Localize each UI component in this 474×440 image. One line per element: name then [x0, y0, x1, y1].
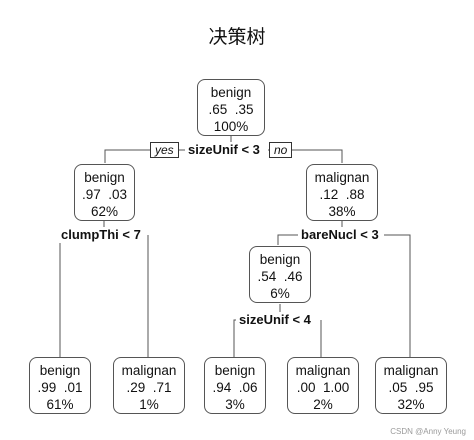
tree-leaf-2: malignan .29 .71 1% — [113, 357, 185, 414]
tree-leaf-3: benign .94 .06 3% — [204, 357, 266, 414]
edge-n3-right — [384, 234, 411, 357]
node-percentage: 62% — [90, 204, 119, 219]
node-probabilities: .94 .06 — [212, 380, 258, 395]
node-probabilities: .00 1.00 — [296, 380, 350, 395]
diagram-title: 决策树 — [208, 26, 266, 48]
node-probabilities: .54 .46 — [257, 269, 303, 284]
node-class-label: benign — [214, 363, 256, 378]
node-class-label: benign — [210, 85, 252, 100]
node-probabilities: .29 .71 — [126, 380, 172, 395]
node-probabilities: .65 .35 — [208, 102, 254, 117]
tree-node-n3: malignan .12 .88 38% — [306, 164, 378, 221]
edge-label-yes: yes — [150, 142, 179, 158]
node-percentage: 38% — [328, 204, 356, 219]
node-probabilities: .12 .88 — [319, 187, 365, 202]
node-class-label: malignan — [383, 363, 439, 378]
node-class-label: benign — [84, 170, 125, 185]
node-class-label: malignan — [314, 170, 370, 185]
edge-root-no — [268, 149, 343, 163]
node-percentage: 100% — [213, 119, 249, 134]
tree-leaf-4: malignan .00 1.00 2% — [287, 357, 359, 414]
node-probabilities: .05 .95 — [388, 380, 434, 395]
split-label-n2: clumpThi < 7 — [58, 227, 144, 243]
node-probabilities: .97 .03 — [81, 187, 128, 202]
edge-n3-left — [277, 234, 300, 245]
node-percentage: 61% — [46, 397, 74, 412]
tree-node-n6: benign .54 .46 6% — [249, 246, 311, 303]
node-class-label: malignan — [121, 363, 177, 378]
edge-label-no: no — [269, 142, 293, 158]
node-percentage: 2% — [313, 397, 333, 412]
split-label-n6: sizeUnif < 4 — [236, 312, 314, 328]
tree-node-n2: benign .97 .03 62% — [74, 164, 135, 221]
tree-leaf-5: malignan .05 .95 32% — [375, 357, 447, 414]
node-probabilities: .99 .01 — [37, 380, 83, 395]
tree-node-root: benign .65 .35 100% — [197, 79, 265, 136]
node-percentage: 1% — [139, 397, 159, 412]
node-percentage: 3% — [225, 397, 245, 412]
split-label-n3: bareNucl < 3 — [298, 227, 382, 243]
node-percentage: 32% — [397, 397, 425, 412]
node-class-label: benign — [259, 252, 301, 267]
watermark: CSDN @Anny Yeung — [390, 427, 466, 436]
split-label-root: sizeUnif < 3 — [185, 142, 263, 158]
node-class-label: malignan — [295, 363, 351, 378]
node-class-label: benign — [39, 363, 81, 378]
tree-leaf-1: benign .99 .01 61% — [29, 357, 91, 414]
node-percentage: 6% — [270, 286, 290, 301]
